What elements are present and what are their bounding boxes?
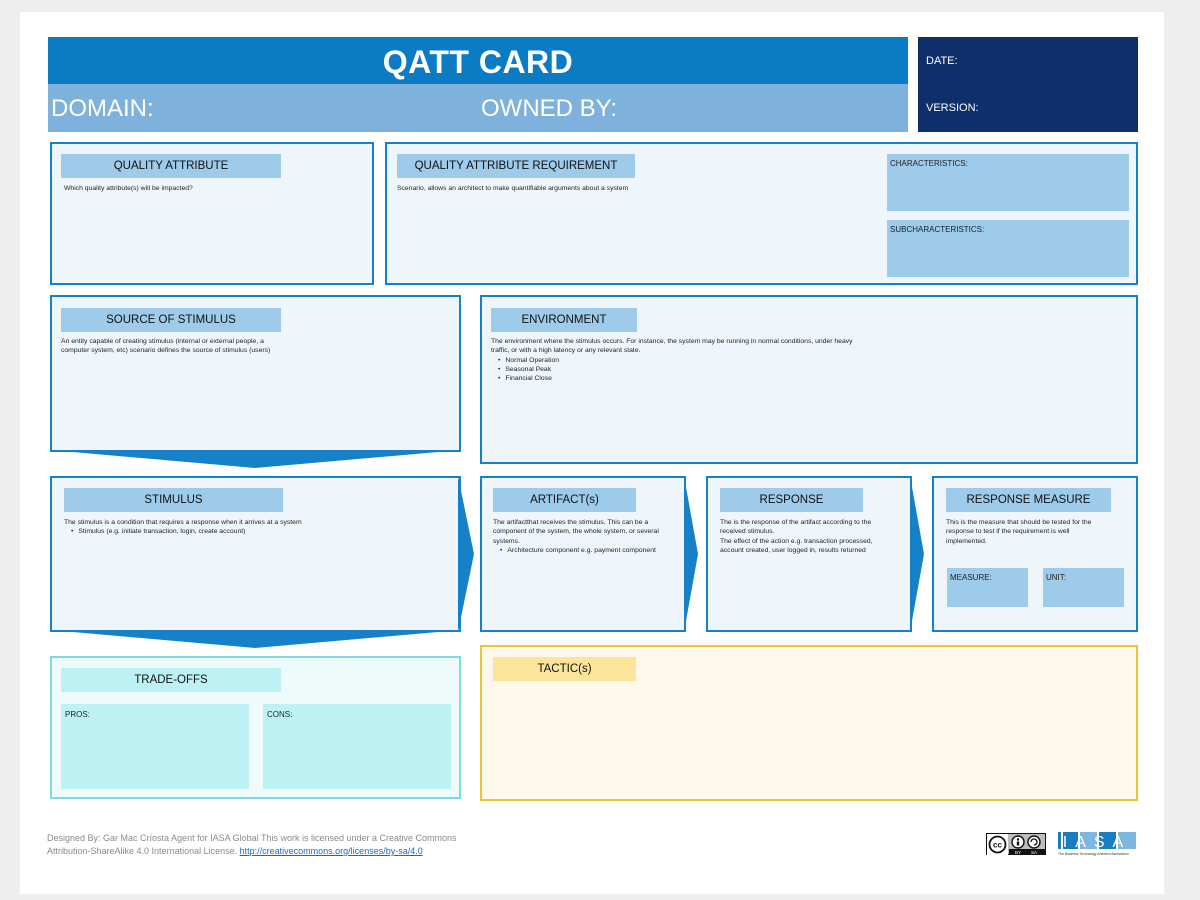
- source-of-stimulus-text: An entity capable of creating stimulus (…: [61, 338, 271, 355]
- subheader-bar: DOMAIN: OWNED BY:: [48, 84, 908, 132]
- iasa-wordmark: IASA: [1063, 834, 1131, 851]
- environment-box: ENVIRONMENT The environment where the st…: [480, 295, 1138, 464]
- list-item: Normal Operation: [498, 356, 861, 365]
- subcharacteristics-field[interactable]: SUBCHARACTERISTICS:: [887, 220, 1129, 277]
- stimulus-box: STIMULUS The stimulus is a condition tha…: [50, 476, 461, 632]
- quality-attribute-text: Which quality attribute(s) will be impac…: [64, 185, 193, 192]
- date-label: DATE:: [926, 55, 958, 67]
- stimulus-list: Stimulus (e.g. initiate transaction, log…: [71, 527, 424, 536]
- artifact-text: The artifactthat receives the stimulus. …: [493, 518, 663, 555]
- qa-requirement-text: Scenario, allows an architect to make qu…: [397, 185, 629, 192]
- cc-badge-graphic: cc BY SA: [987, 834, 1046, 855]
- tactics-box[interactable]: TACTIC(s): [480, 645, 1138, 801]
- stimulus-header: STIMULUS: [64, 488, 283, 512]
- domain-label: DOMAIN:: [51, 95, 154, 122]
- response-measure-box: RESPONSE MEASURE This is the measure tha…: [932, 476, 1138, 632]
- artifact-list: Architecture component e.g. payment comp…: [500, 546, 663, 555]
- tactics-header: TACTIC(s): [493, 657, 636, 681]
- trade-offs-header: TRADE-OFFS: [61, 668, 281, 692]
- iasa-logo[interactable]: IASA The Business Technology Architect A…: [1058, 832, 1138, 856]
- footer-line-2-text: Attribution-ShareAlike 4.0 International…: [47, 846, 238, 856]
- environment-list: Normal Operation Seasonal Peak Financial…: [498, 356, 861, 384]
- right-arrow-1: [458, 476, 474, 632]
- cc-sa-text: SA: [1031, 850, 1037, 855]
- response-measure-text: This is the measure that should be teste…: [946, 519, 1092, 545]
- response-measure-header: RESPONSE MEASURE: [946, 488, 1111, 512]
- footer-line-2: Attribution-ShareAlike 4.0 International…: [47, 845, 457, 858]
- response-box: RESPONSE The is the response of the arti…: [706, 476, 912, 632]
- measure-field[interactable]: MEASURE:: [947, 568, 1028, 607]
- unit-field[interactable]: UNIT:: [1043, 568, 1124, 607]
- environment-header: ENVIRONMENT: [491, 308, 637, 332]
- trade-offs-box: TRADE-OFFS PROS: CONS:: [50, 656, 461, 799]
- meta-panel: DATE: VERSION:: [918, 37, 1138, 132]
- list-item: Financial Close: [498, 374, 861, 383]
- qa-requirement-header: QUALITY ATTRIBUTE REQUIREMENT: [397, 154, 635, 178]
- card-title: QATT CARD: [48, 37, 908, 84]
- stimulus-text: The stimulus is a condition that require…: [64, 518, 424, 537]
- response-effect: The effect of the action e.g. transactio…: [720, 537, 873, 554]
- list-item: Seasonal Peak: [498, 365, 861, 374]
- environment-description: The environment where the stimulus occur…: [491, 338, 853, 355]
- down-arrow-2: [50, 630, 461, 648]
- response-text: The is the response of the artifact acco…: [720, 518, 890, 555]
- artifact-box: ARTIFACT(s) The artifactthat receives th…: [480, 476, 686, 632]
- cc-license-icon[interactable]: cc BY SA: [986, 833, 1046, 855]
- iasa-tagline: The Business Technology Architect Associ…: [1058, 852, 1129, 856]
- cc-text: cc: [993, 841, 1002, 850]
- quality-attribute-box: QUALITY ATTRIBUTE Which quality attribut…: [50, 142, 374, 285]
- right-arrow-2: [684, 476, 698, 632]
- qa-requirement-box: QUALITY ATTRIBUTE REQUIREMENT Scenario, …: [385, 142, 1138, 285]
- footer-line-1: Designed By: Gar Mac Críosta Agent for I…: [47, 833, 457, 843]
- version-label: VERSION:: [926, 102, 979, 114]
- list-item: Architecture component e.g. payment comp…: [500, 546, 663, 555]
- response-description: The is the response of the artifact acco…: [720, 519, 872, 536]
- pros-field[interactable]: PROS:: [61, 704, 249, 789]
- list-item: Stimulus (e.g. initiate transaction, log…: [71, 527, 424, 536]
- footer-license: Designed By: Gar Mac Críosta Agent for I…: [47, 832, 457, 858]
- artifact-description: The artifactthat receives the stimulus. …: [493, 519, 659, 545]
- environment-text: The environment where the stimulus occur…: [491, 337, 861, 383]
- quality-attribute-header: QUALITY ATTRIBUTE: [61, 154, 281, 178]
- artifact-header: ARTIFACT(s): [493, 488, 636, 512]
- right-arrow-3: [910, 476, 924, 632]
- source-of-stimulus-header: SOURCE OF STIMULUS: [61, 308, 281, 332]
- iasa-logo-graphic: IASA The Business Technology Architect A…: [1058, 832, 1136, 856]
- characteristics-field[interactable]: CHARACTERISTICS:: [887, 154, 1129, 211]
- down-arrow-1: [50, 450, 461, 468]
- response-header: RESPONSE: [720, 488, 863, 512]
- cons-field[interactable]: CONS:: [263, 704, 451, 789]
- stimulus-description: The stimulus is a condition that require…: [64, 519, 302, 526]
- license-link[interactable]: http://creativecommons.org/licenses/by-s…: [239, 846, 423, 856]
- cc-by-text: BY: [1015, 850, 1021, 855]
- source-of-stimulus-box: SOURCE OF STIMULUS An entity capable of …: [50, 295, 461, 452]
- owned-by-label: OWNED BY:: [481, 95, 618, 122]
